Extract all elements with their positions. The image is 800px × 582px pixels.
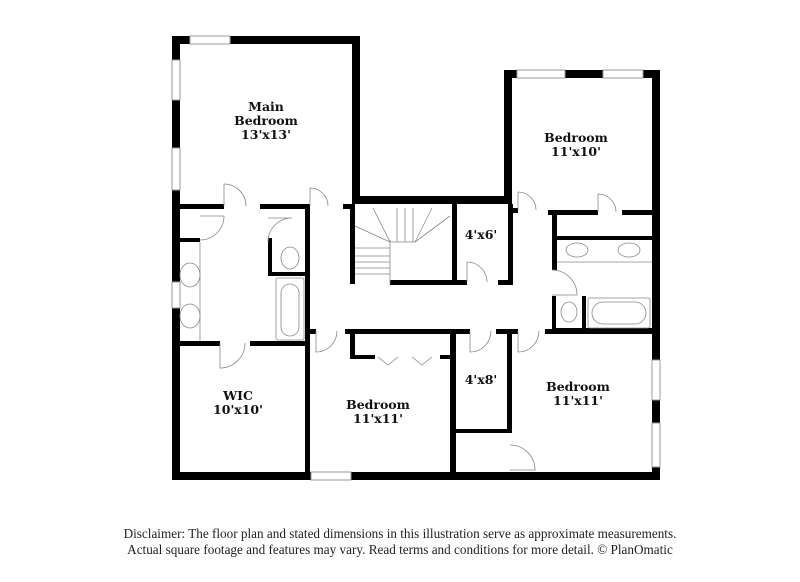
closet-4x8-dims: 4'x8' <box>465 372 498 387</box>
doors <box>199 183 617 471</box>
bedroom-se-label: Bedroom <box>546 379 610 394</box>
staircase <box>354 207 451 284</box>
exterior-walls <box>172 36 660 480</box>
disclaimer-line-1: Disclaimer: The floor plan and stated di… <box>123 526 677 541</box>
disclaimer: Disclaimer: The floor plan and stated di… <box>0 526 800 558</box>
bedroom-ne-label: Bedroom <box>544 130 608 145</box>
closet-4x6-dims: 4'x6' <box>465 227 498 242</box>
main-bedroom-label-2: Bedroom <box>234 113 298 128</box>
windows <box>171 35 661 481</box>
interior-walls <box>180 204 655 476</box>
bedroom-ne-dims: 11'x10' <box>551 144 601 159</box>
bedroom-s-label: Bedroom <box>346 397 410 412</box>
main-bedroom-label: Main <box>248 99 284 114</box>
disclaimer-line-2: Actual square footage and features may v… <box>127 542 673 557</box>
wic-dims: 10'x10' <box>213 402 263 417</box>
bedroom-se-dims: 11'x11' <box>553 393 603 408</box>
fixtures <box>179 242 652 341</box>
main-bedroom-dims: 13'x13' <box>241 127 291 142</box>
wic-label: WIC <box>222 388 253 403</box>
room-labels: Main Bedroom 13'x13' Bedroom 11'x10' 4'x… <box>213 99 610 426</box>
bedroom-s-dims: 11'x11' <box>353 411 403 426</box>
